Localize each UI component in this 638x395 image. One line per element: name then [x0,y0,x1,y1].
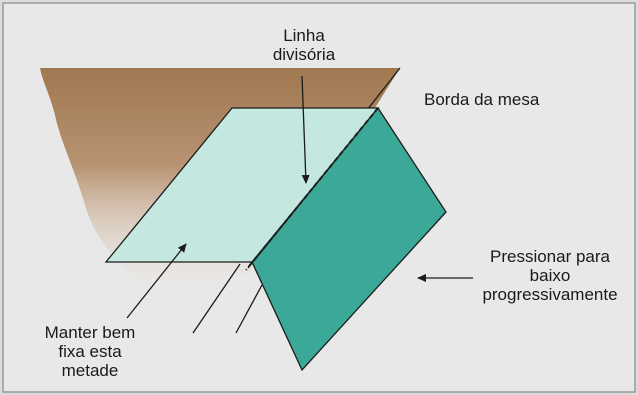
label-table-edge: Borda da mesa [424,90,540,109]
label-dividing-line: Linha divisória [272,26,336,64]
table-leg-line [235,284,263,334]
hold-half-arrow [126,243,187,319]
dividing-line-arrow [301,75,310,184]
dividing-line [245,107,379,271]
label-press-down: Pressionar para baixo progressivamente [482,247,618,304]
label-hold-half: Manter bem fixa esta metade [44,323,136,380]
table-corner-line [192,263,241,334]
